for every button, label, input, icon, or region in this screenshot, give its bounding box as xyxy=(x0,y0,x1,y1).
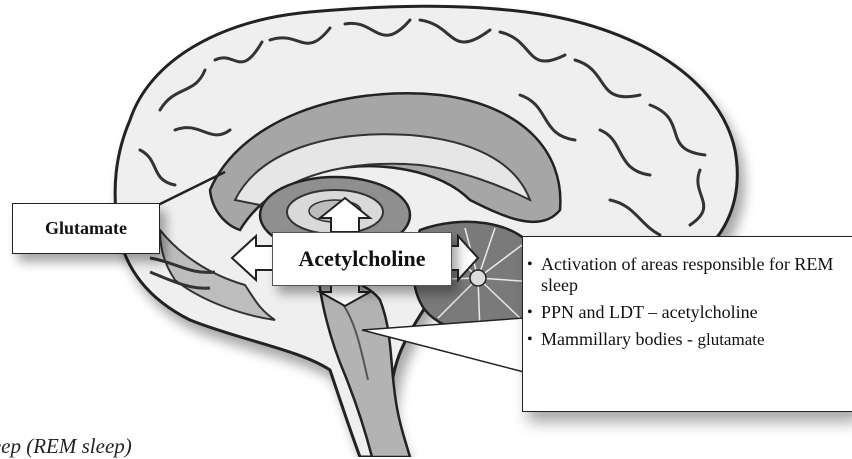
acetylcholine-label: Acetylcholine xyxy=(298,246,425,272)
figure-caption: leep (REM sleep) xyxy=(0,434,132,459)
glutamate-label: Glutamate xyxy=(45,218,127,239)
glutamate-label-box: Glutamate xyxy=(12,203,160,254)
list-item: Mammillary bodies - glutamate xyxy=(527,329,849,350)
info-list: Activation of areas responsible for REM … xyxy=(527,254,849,350)
info-callout-box: Activation of areas responsible for REM … xyxy=(522,236,852,412)
list-item: PPN and LDT – acetylcholine xyxy=(527,302,849,323)
acetylcholine-label-box: Acetylcholine xyxy=(272,232,452,286)
list-item: Activation of areas responsible for REM … xyxy=(527,254,849,296)
